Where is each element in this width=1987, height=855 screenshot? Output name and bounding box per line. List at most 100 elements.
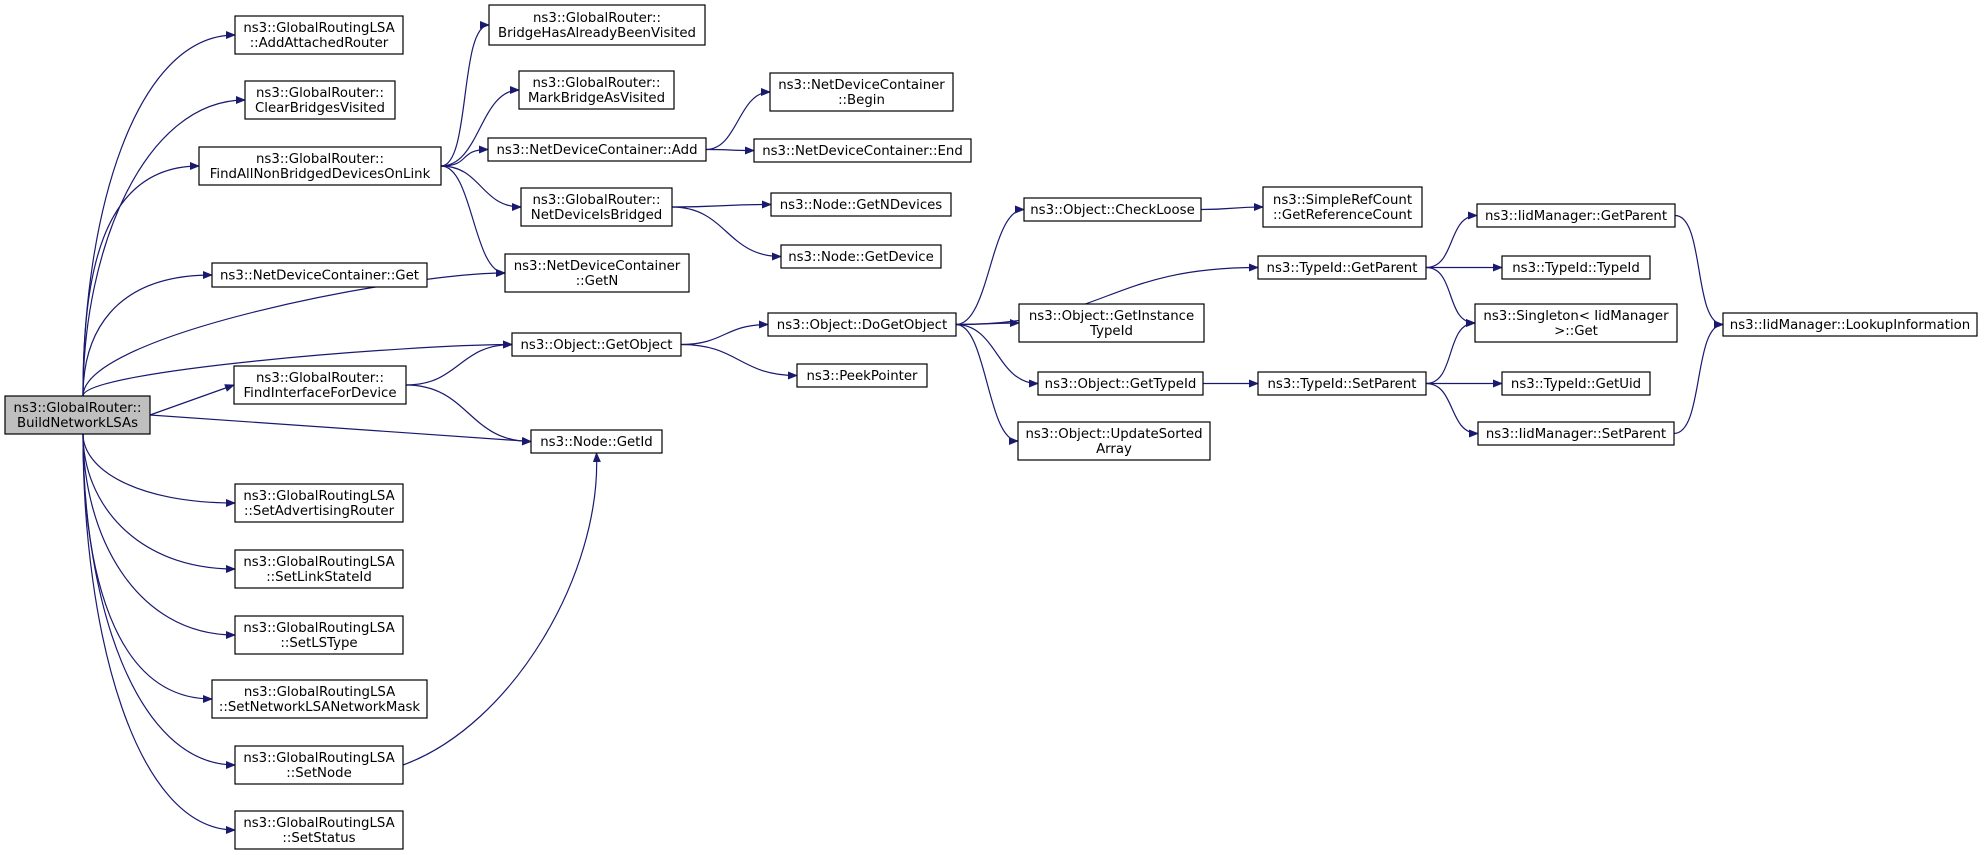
- node-label: ns3::GlobalRoutingLSA: [243, 555, 394, 570]
- graph-node-getRefCount[interactable]: ns3::SimpleRefCount::GetReferenceCount: [1262, 186, 1423, 228]
- node-box: [488, 4, 706, 46]
- graph-node-ndcAdd[interactable]: ns3::NetDeviceContainer::Add: [487, 137, 707, 162]
- graph-node-ndIsBridged[interactable]: ns3::GlobalRouter::NetDeviceIsBridged: [520, 187, 673, 227]
- graph-node-getNDevices[interactable]: ns3::Node::GetNDevices: [770, 192, 952, 217]
- node-box: [780, 244, 942, 269]
- node-box: [520, 187, 673, 227]
- graph-node-setAdv[interactable]: ns3::GlobalRoutingLSA::SetAdvertisingRou…: [234, 483, 404, 523]
- graph-node-iidGetParent[interactable]: ns3::IidManager::GetParent: [1476, 203, 1676, 228]
- graph-node-getObject[interactable]: ns3::Object::GetObject: [511, 332, 682, 357]
- edge-ndcAdd-to-ndcBegin: [705, 88, 771, 151]
- graph-node-findAll[interactable]: ns3::GlobalRouter::FindAllNonBridgedDevi…: [198, 146, 442, 186]
- node-label: ns3::GlobalRoutingLSA: [244, 685, 395, 700]
- node-label: ns3::GlobalRouter::: [256, 86, 384, 101]
- node-box: [769, 72, 954, 112]
- node-box: [4, 395, 151, 435]
- edge-root-to-ndcGetN: [82, 269, 506, 397]
- graph-node-clearBridges[interactable]: ns3::GlobalRouter::ClearBridgesVisited: [244, 80, 396, 120]
- edge-doGetObject-to-updateSorted: [955, 323, 1019, 445]
- node-box: [211, 262, 428, 288]
- node-box: [767, 312, 957, 337]
- node-label: ::SetAdvertisingRouter: [244, 504, 395, 519]
- graph-node-getTypeId[interactable]: ns3::Object::GetTypeId: [1037, 371, 1204, 396]
- node-box: [211, 679, 428, 719]
- graph-node-ndcGetN[interactable]: ns3::NetDeviceContainer::GetN: [504, 253, 690, 293]
- node-label: ns3::TypeId::GetParent: [1267, 261, 1418, 276]
- edge-root-to-setAdv: [82, 433, 236, 507]
- graph-node-typeIdSetParent[interactable]: ns3::TypeId::SetParent: [1257, 371, 1427, 396]
- node-label: ns3::SimpleRefCount: [1273, 193, 1412, 208]
- node-label: ns3::Object::GetTypeId: [1045, 377, 1197, 392]
- node-label: ::GetReferenceCount: [1273, 208, 1412, 223]
- node-label: BuildNetworkLSAs: [17, 416, 138, 431]
- edge-findIface-to-nodeGetId: [405, 384, 532, 446]
- edge-root-to-setStatus: [82, 433, 236, 834]
- graph-node-setLinkState[interactable]: ns3::GlobalRoutingLSA::SetLinkStateId: [234, 549, 404, 589]
- node-box: [1501, 255, 1651, 280]
- node-label: FindInterfaceForDevice: [243, 386, 396, 401]
- graph-node-iidSetParent[interactable]: ns3::IidManager::SetParent: [1477, 421, 1675, 446]
- node-label: ns3::GlobalRoutingLSA: [243, 751, 394, 766]
- nodes-layer: ns3::GlobalRouter::BuildNetworkLSAsns3::…: [4, 4, 1978, 850]
- edge-root-to-setMask: [82, 433, 213, 703]
- edge-doGetObject-to-getTypeId: [955, 323, 1039, 388]
- edge-typeIdSetParent-to-singletonGet: [1425, 319, 1476, 385]
- node-label: ::SetLinkStateId: [266, 570, 372, 585]
- node-box: [1037, 371, 1204, 396]
- graph-node-typeIdGetParent[interactable]: ns3::TypeId::GetParent: [1257, 255, 1427, 280]
- node-box: [796, 363, 928, 388]
- graph-node-bridgeVisited[interactable]: ns3::GlobalRouter::BridgeHasAlreadyBeenV…: [488, 4, 706, 46]
- node-label: ns3::Node::GetNDevices: [780, 198, 943, 213]
- node-label: ns3::IidManager::GetParent: [1485, 209, 1667, 224]
- graph-node-root[interactable]: ns3::GlobalRouter::BuildNetworkLSAs: [4, 395, 151, 435]
- node-box: [1474, 303, 1678, 343]
- graph-node-doGetObject[interactable]: ns3::Object::DoGetObject: [767, 312, 957, 337]
- node-label: ns3::GlobalRoutingLSA: [243, 621, 394, 636]
- graph-node-typeIdGetUid[interactable]: ns3::TypeId::GetUid: [1501, 371, 1651, 396]
- graph-node-peekPointer[interactable]: ns3::PeekPointer: [796, 363, 928, 388]
- graph-node-lookupInfo[interactable]: ns3::IidManager::LookupInformation: [1722, 312, 1978, 337]
- node-box: [518, 70, 675, 110]
- node-box: [234, 745, 404, 785]
- edge-ndIsBridged-to-getDevice: [671, 206, 782, 261]
- graph-node-setLSType[interactable]: ns3::GlobalRoutingLSA::SetLSType: [234, 615, 404, 655]
- edge-root-to-nodeGetId: [149, 414, 532, 445]
- node-box: [1501, 371, 1651, 396]
- graph-node-ndcGet[interactable]: ns3::NetDeviceContainer::Get: [211, 262, 428, 288]
- node-label: ns3::NetDeviceContainer: [778, 78, 945, 93]
- graph-node-nodeGetId[interactable]: ns3::Node::GetId: [530, 429, 663, 454]
- graph-node-checkLoose[interactable]: ns3::Object::CheckLoose: [1023, 197, 1202, 222]
- edge-setNode-to-nodeGetId: [402, 452, 601, 766]
- node-label: ::SetLSType: [280, 636, 357, 651]
- graph-node-findIface[interactable]: ns3::GlobalRouter::FindInterfaceForDevic…: [233, 365, 407, 405]
- node-box: [234, 615, 404, 655]
- node-label: >::Get: [1554, 324, 1598, 339]
- edge-ndcAdd-to-ndcEnd: [705, 146, 755, 155]
- node-box: [234, 810, 404, 850]
- node-box: [1722, 312, 1978, 337]
- graph-node-setStatus[interactable]: ns3::GlobalRoutingLSA::SetStatus: [234, 810, 404, 850]
- graph-node-setMask[interactable]: ns3::GlobalRoutingLSA::SetNetworkLSANetw…: [211, 679, 428, 719]
- graph-node-typeIdTypeId[interactable]: ns3::TypeId::TypeId: [1501, 255, 1651, 280]
- edge-typeIdGetParent-to-singletonGet: [1425, 266, 1476, 327]
- edge-root-to-getObject: [82, 340, 513, 397]
- graph-node-setNode[interactable]: ns3::GlobalRoutingLSA::SetNode: [234, 745, 404, 785]
- edge-checkLoose-to-getRefCount: [1200, 203, 1264, 212]
- graph-node-markBridge[interactable]: ns3::GlobalRouter::MarkBridgeAsVisited: [518, 70, 675, 110]
- graph-node-ndcBegin[interactable]: ns3::NetDeviceContainer::Begin: [769, 72, 954, 112]
- node-box: [487, 137, 707, 162]
- graph-node-addAttached[interactable]: ns3::GlobalRoutingLSA::AddAttachedRouter: [234, 15, 404, 55]
- graph-node-getDevice[interactable]: ns3::Node::GetDevice: [780, 244, 942, 269]
- node-box: [1477, 421, 1675, 446]
- node-box: [1018, 303, 1205, 343]
- edge-findIface-to-getObject: [405, 340, 513, 386]
- graph-node-singletonGet[interactable]: ns3::Singleton< IidManager >::Get: [1474, 303, 1678, 343]
- node-box: [1476, 203, 1676, 228]
- node-box: [198, 146, 442, 186]
- graph-node-ndcEnd[interactable]: ns3::NetDeviceContainer::End: [753, 138, 972, 163]
- node-box: [233, 365, 407, 405]
- edge-root-to-setNode: [82, 433, 236, 769]
- edge-root-to-ndcGet: [82, 271, 213, 397]
